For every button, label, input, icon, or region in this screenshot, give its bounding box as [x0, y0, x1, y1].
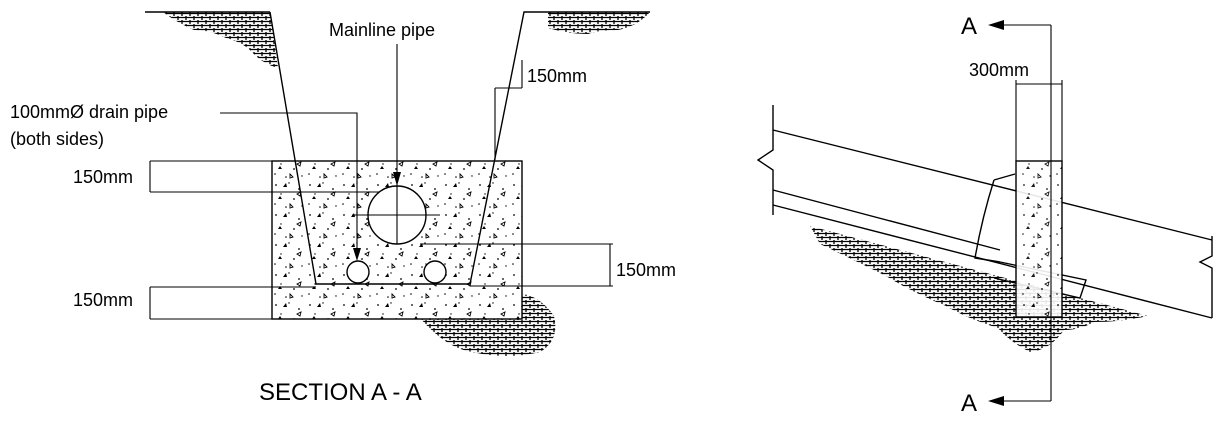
soil-hatch-slope	[810, 226, 1148, 352]
svg-text:150mm: 150mm	[73, 167, 133, 187]
drain-leader	[220, 112, 358, 256]
dim-trench-wall: 150mm	[494, 60, 587, 160]
mainline-arrow	[393, 172, 401, 186]
label-mainline-pipe: Mainline pipe	[329, 20, 435, 40]
pipe-inner-line	[772, 189, 1001, 251]
label-drain-pipe-line2: (both sides)	[10, 129, 104, 149]
cut-arrow-top-head	[988, 20, 1004, 30]
drain-pipe-left	[346, 260, 370, 284]
cut-arrow-bottom-head	[988, 396, 1004, 406]
cut-label-bottom: A	[961, 390, 977, 417]
soil-hatch-top-left	[163, 12, 278, 68]
svg-text:300mm: 300mm	[969, 60, 1029, 80]
drain-pipe-right	[423, 260, 447, 284]
drain-arrow	[353, 248, 361, 261]
section-title: SECTION A - A	[259, 379, 422, 406]
soil-hatch-bottom	[420, 294, 556, 356]
break-left	[756, 105, 774, 215]
svg-text:150mm: 150mm	[527, 66, 587, 86]
dim-right-side: 150mm	[420, 243, 676, 287]
break-right	[1198, 236, 1213, 318]
cut-label-top: A	[961, 13, 977, 40]
dim-width: 300mm	[969, 60, 1063, 161]
thrust-block	[1015, 160, 1063, 318]
dim-bottom: 150mm	[73, 286, 316, 320]
soil-hatch-top-right	[548, 12, 650, 34]
svg-text:150mm: 150mm	[73, 290, 133, 310]
svg-text:150mm: 150mm	[616, 260, 676, 280]
dim-top-cover: 150mm	[73, 160, 380, 193]
mainline-pipe	[352, 184, 440, 245]
section-a-a-view: Mainline pipe 100mmØ drain pipe (both si…	[10, 11, 676, 406]
elevation-view: 300mm A A	[756, 13, 1213, 417]
trench-wall-left	[269, 11, 470, 285]
trench-wall-right	[469, 11, 548, 285]
pipe-socket	[974, 173, 1016, 263]
label-drain-pipe-line1: 100mmØ drain pipe	[10, 102, 168, 122]
